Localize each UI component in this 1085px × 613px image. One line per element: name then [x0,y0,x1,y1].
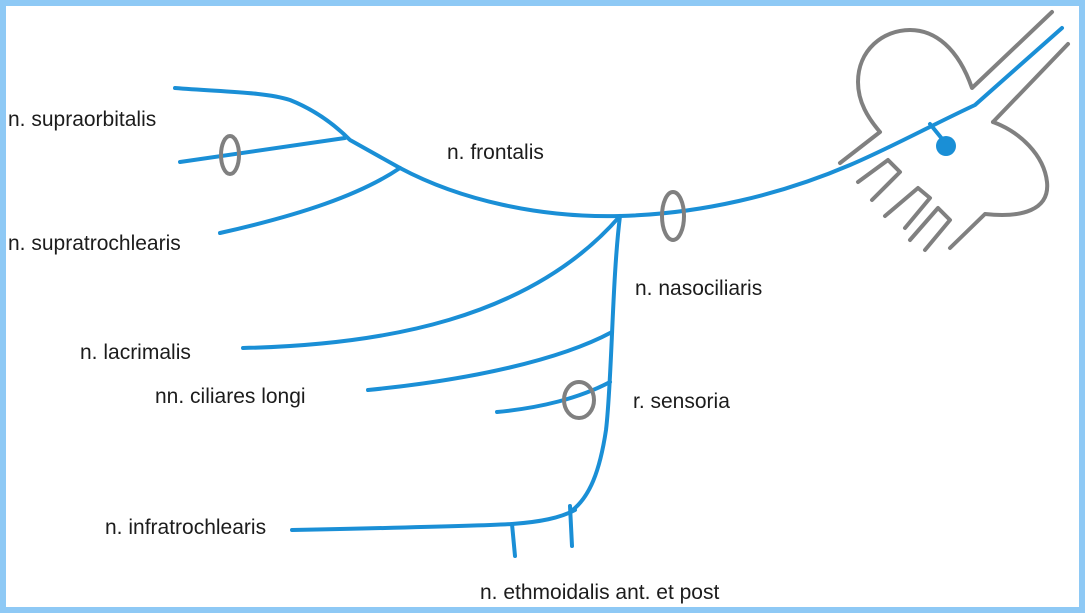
ethmoidal-anterior-branch [510,522,517,558]
ganglion-root [928,122,945,142]
trunk-marker [660,190,686,242]
supraorbital-marker [219,134,241,176]
nerve-trunk [398,26,1064,219]
label-infratrochlearis: n. infratrochlearis [105,516,267,539]
label-ethmoidalis: n. ethmoidalis ant. et post [480,581,720,604]
supraorbital-upper-branch [173,86,402,170]
ganglion-cell [936,136,956,156]
lacrimal-branch [241,214,622,350]
supratrochlear-branch [218,166,402,235]
ethmoidal-posterior-branch [568,504,574,548]
sensoria-branch [495,380,612,414]
label-supraorbitalis: n. supraorbitalis [8,108,157,131]
supraorbital-lower-branch [178,136,347,164]
nerve-tree [173,26,1064,558]
markers [219,134,686,420]
label-frontalis: n. frontalis [447,141,544,164]
label-supratrochlearis: n. supratrochlearis [8,232,181,255]
sensoria-marker [562,380,596,420]
label-nasociliaris: n. nasociliaris [635,277,763,300]
nasociliary-trunk [568,214,622,514]
label-lacrimalis: n. lacrimalis [80,341,191,364]
label-ciliares-longi: nn. ciliares longi [155,385,306,408]
ganglion-outline [838,10,1070,252]
label-sensoria: r. sensoria [633,390,730,413]
infratrochlear-branch [290,508,577,532]
ciliares-longi-branch [366,330,614,392]
